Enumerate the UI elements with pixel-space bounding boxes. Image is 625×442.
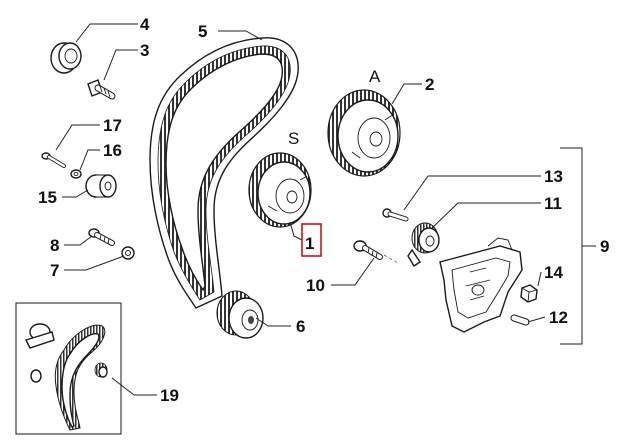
callout-11[interactable]: 11 bbox=[544, 194, 562, 213]
crankshaft-pulley[interactable] bbox=[216, 290, 264, 339]
spacer[interactable] bbox=[121, 246, 135, 260]
washer[interactable] bbox=[70, 169, 82, 179]
tensioner-bracket[interactable] bbox=[439, 237, 523, 333]
idler-roller[interactable] bbox=[85, 174, 117, 198]
pulley-letters: A S bbox=[288, 67, 381, 148]
callout-3[interactable]: 3 bbox=[140, 41, 149, 60]
part-numbers: 1 2 3 4 5 6 7 8 9 10 11 12 13 14 15 16 1… bbox=[38, 15, 609, 405]
callout-16[interactable]: 16 bbox=[103, 141, 122, 160]
callout-2[interactable]: 2 bbox=[425, 75, 434, 94]
seal-cap[interactable] bbox=[50, 42, 82, 74]
callout-12[interactable]: 12 bbox=[549, 308, 568, 327]
selected-part-highlight bbox=[301, 223, 322, 257]
callout-7[interactable]: 7 bbox=[50, 261, 59, 280]
tensioner-pulley[interactable] bbox=[407, 222, 440, 267]
camshaft-pulley-a[interactable] bbox=[327, 89, 401, 177]
callout-8[interactable]: 8 bbox=[50, 236, 59, 255]
callout-4[interactable]: 4 bbox=[140, 15, 150, 34]
nut[interactable] bbox=[520, 284, 538, 303]
callout-14[interactable]: 14 bbox=[544, 263, 563, 282]
callout-6[interactable]: 6 bbox=[296, 317, 305, 336]
idler-bolt[interactable] bbox=[88, 228, 115, 246]
callout-19[interactable]: 19 bbox=[160, 386, 179, 405]
callout-17[interactable]: 17 bbox=[103, 116, 122, 135]
letter-a: A bbox=[369, 67, 381, 86]
callout-15[interactable]: 15 bbox=[38, 188, 57, 207]
camshaft-pulley-s[interactable] bbox=[248, 152, 312, 228]
callout-9[interactable]: 9 bbox=[600, 237, 609, 256]
timing-belt-kit-thumbnail[interactable] bbox=[15, 302, 122, 435]
tensioner-mount-bolt[interactable] bbox=[353, 240, 399, 264]
callout-5[interactable]: 5 bbox=[198, 22, 207, 41]
tensioner-bolt-small[interactable] bbox=[41, 152, 66, 168]
tensioner-bolt[interactable] bbox=[382, 208, 409, 222]
callout-13[interactable]: 13 bbox=[544, 167, 563, 186]
letter-s: S bbox=[288, 129, 299, 148]
callout-1[interactable]: 1 bbox=[305, 234, 314, 253]
callout-10[interactable]: 10 bbox=[306, 276, 325, 295]
dowel-pin[interactable] bbox=[510, 314, 530, 326]
pulley-bolt[interactable] bbox=[87, 79, 116, 100]
timing-belt[interactable] bbox=[149, 37, 299, 309]
leader-lines bbox=[55, 23, 596, 396]
